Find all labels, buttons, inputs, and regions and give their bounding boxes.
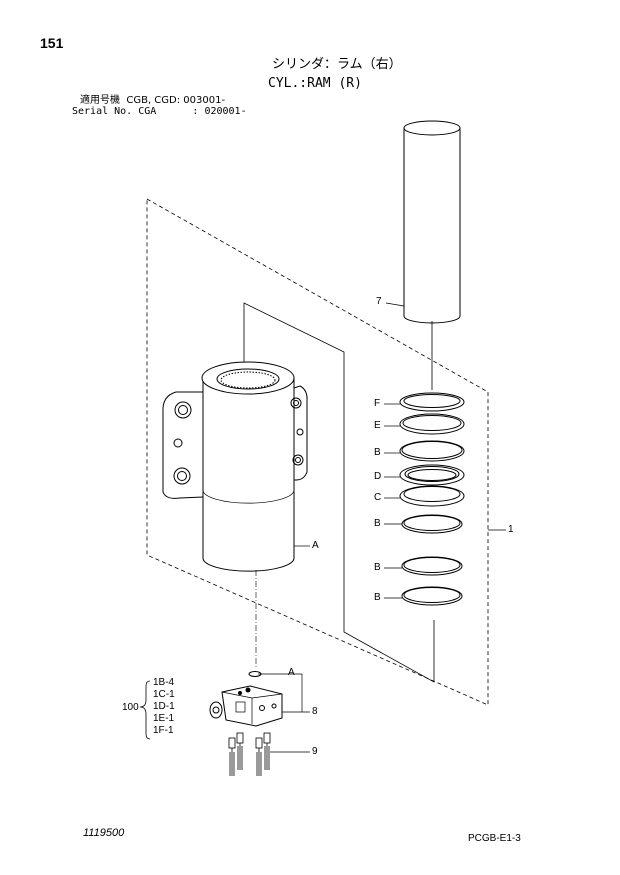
ring-c [399, 485, 465, 507]
document-number: 1119500 [83, 827, 125, 839]
callout-ring-b3: B [374, 562, 381, 573]
assembly-boundary [146, 198, 489, 706]
applicability-line-1: 適用号機 CGB, CGD: 003001- [80, 95, 226, 106]
callout-ring-b4: B [374, 592, 381, 603]
kit-item: 1D-1 [153, 701, 175, 712]
kit-item: 1C-1 [153, 689, 175, 700]
callout-ring-b1: B [374, 447, 381, 458]
ring-b4 [401, 586, 463, 606]
page-reference: PCGB-E1-3 [468, 833, 521, 844]
callout-ring-b2: B [374, 518, 381, 529]
callout-1: 1 [508, 524, 514, 535]
title-japanese: シリンダ：ラム（右） [272, 57, 402, 72]
callout-a-body: A [312, 540, 319, 551]
kit-item: 1E-1 [153, 713, 175, 724]
ring-f [399, 392, 465, 412]
callout-9: 9 [312, 746, 318, 757]
callout-8: 8 [312, 706, 318, 717]
title-english: CYL.:RAM (R) [268, 76, 362, 91]
ring-b3 [401, 556, 463, 576]
ring-e [399, 413, 465, 435]
kit-list: 1B-4 1C-1 1D-1 1E-1 1F-1 [153, 678, 175, 738]
page-number: 151 [40, 35, 64, 51]
bolts [228, 732, 271, 776]
callout-a-valve: A [288, 667, 295, 678]
seal-kit-outline [243, 302, 435, 683]
ring-d [399, 464, 465, 486]
callout-ring-f: F [374, 398, 381, 409]
kit-item: 1F-1 [153, 725, 174, 736]
callout-ring-e: E [374, 420, 381, 431]
callout-7: 7 [376, 296, 382, 307]
kit-bracket [139, 680, 151, 740]
callout-100: 100 [122, 702, 139, 713]
ring-b2 [401, 514, 463, 534]
callout-ring-d: D [374, 471, 382, 482]
ram-rod [403, 120, 461, 324]
applicability-line-2: Serial No. CGA : 020001- [72, 106, 247, 117]
valve-block [209, 685, 283, 727]
kit-item: 1B-4 [153, 677, 175, 688]
ring-b1 [399, 440, 465, 462]
callout-ring-c: C [374, 492, 382, 503]
leader-7 [385, 302, 405, 307]
cylinder-body [162, 361, 308, 572]
